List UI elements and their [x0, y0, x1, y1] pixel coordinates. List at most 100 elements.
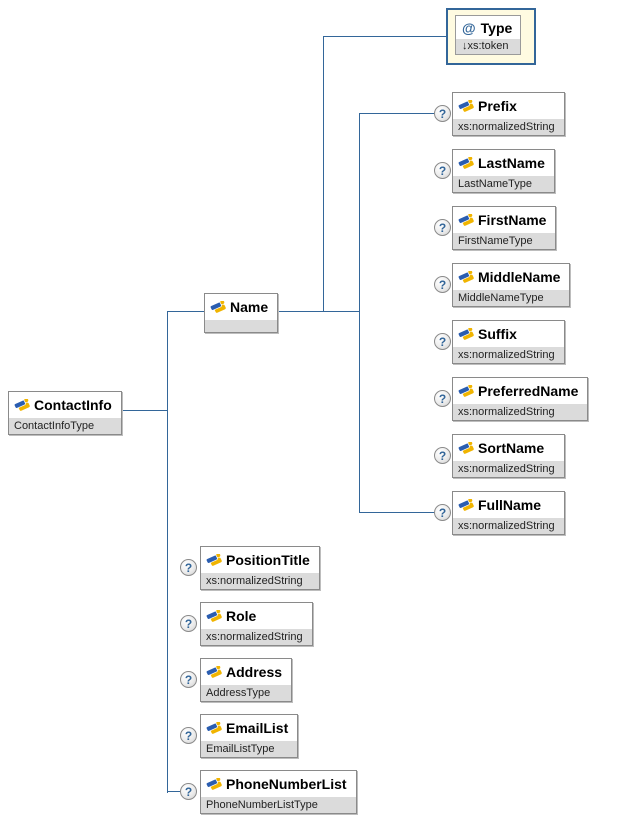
element-box-preferredname[interactable]: PreferredName xs:normalizedString	[452, 377, 589, 421]
element-box-role[interactable]: Role xs:normalizedString	[200, 602, 313, 646]
question-icon: ?	[184, 784, 193, 799]
element-label: Prefix	[478, 98, 517, 114]
question-icon: ?	[438, 448, 447, 463]
element-box-firstname[interactable]: FirstName FirstNameType	[452, 206, 557, 250]
element-label: ContactInfo	[34, 397, 112, 413]
element-icon	[458, 99, 474, 113]
question-icon: ?	[438, 163, 447, 178]
optional-marker-suffix: ?	[434, 333, 451, 350]
element-type: ContactInfoType	[9, 418, 121, 434]
element-type: xs:normalizedString	[453, 119, 564, 135]
attribute-inner-box: @ Type ↓xs:token	[455, 15, 522, 55]
attribute-label: Type	[480, 19, 513, 36]
element-type	[205, 320, 278, 332]
element-type: xs:normalizedString	[453, 461, 564, 477]
connector-attr-vertical	[323, 36, 324, 312]
element-icon	[206, 665, 222, 679]
element-type: LastNameType	[453, 176, 554, 192]
connector-attr-horizontal	[323, 36, 453, 37]
optional-marker-fullname: ?	[434, 504, 451, 521]
question-icon: ?	[184, 672, 193, 687]
element-box-sortname[interactable]: SortName xs:normalizedString	[452, 434, 565, 478]
connector-root-to-trunk	[120, 410, 168, 411]
element-icon	[458, 384, 474, 398]
connector-name-out	[270, 311, 360, 312]
optional-marker-lastname: ?	[434, 162, 451, 179]
element-label: Suffix	[478, 326, 517, 342]
element-icon	[206, 777, 222, 791]
element-icon	[458, 156, 474, 170]
question-icon: ?	[184, 616, 193, 631]
question-icon: ?	[438, 334, 447, 349]
optional-marker-middlename: ?	[434, 276, 451, 293]
optional-marker-address: ?	[180, 671, 197, 688]
connector-to-fullname	[359, 512, 443, 513]
optional-marker-preferredname: ?	[434, 390, 451, 407]
element-icon	[458, 441, 474, 455]
optional-marker-sortname: ?	[434, 447, 451, 464]
element-box-positiontitle[interactable]: PositionTitle xs:normalizedString	[200, 546, 320, 590]
element-icon	[458, 213, 474, 227]
element-label: FullName	[478, 497, 542, 513]
element-box-emaillist[interactable]: EmailList EmailListType	[200, 714, 299, 758]
connector-root-trunk	[167, 311, 168, 793]
question-icon: ?	[438, 505, 447, 520]
element-type: EmailListType	[201, 741, 298, 757]
element-label: SortName	[478, 440, 545, 456]
connector-name-trunk	[359, 113, 360, 513]
element-label: LastName	[478, 155, 545, 171]
element-icon	[210, 300, 226, 314]
question-icon: ?	[438, 391, 447, 406]
connector-to-name	[167, 311, 212, 312]
attribute-type: ↓xs:token	[456, 39, 521, 54]
element-type: xs:normalizedString	[453, 347, 564, 363]
element-icon	[206, 721, 222, 735]
element-label: PositionTitle	[226, 552, 310, 568]
optional-marker-emaillist: ?	[180, 727, 197, 744]
element-icon	[206, 553, 222, 567]
element-label: EmailList	[226, 720, 289, 736]
element-icon	[206, 609, 222, 623]
element-box-middlename[interactable]: MiddleName MiddleNameType	[452, 263, 571, 307]
element-type: xs:normalizedString	[201, 573, 319, 589]
element-box-suffix[interactable]: Suffix xs:normalizedString	[452, 320, 565, 364]
element-label: PreferredName	[478, 383, 579, 399]
element-box-fullname[interactable]: FullName xs:normalizedString	[452, 491, 565, 535]
element-label: Role	[226, 608, 257, 624]
element-type: xs:normalizedString	[453, 404, 588, 420]
question-icon: ?	[438, 277, 447, 292]
attribute-at-icon: @	[462, 19, 476, 36]
element-type: xs:normalizedString	[453, 518, 564, 534]
element-icon	[458, 498, 474, 512]
element-box-contactinfo[interactable]: ContactInfo ContactInfoType	[8, 391, 122, 435]
question-icon: ?	[438, 220, 447, 235]
element-box-prefix[interactable]: Prefix xs:normalizedString	[452, 92, 565, 136]
element-icon	[14, 398, 30, 412]
connector-to-phonenumberlist	[167, 791, 189, 792]
optional-marker-prefix: ?	[434, 105, 451, 122]
element-type: AddressType	[201, 685, 292, 701]
attribute-box-type[interactable]: @ Type ↓xs:token	[446, 8, 537, 65]
question-icon: ?	[184, 560, 193, 575]
element-label: MiddleName	[478, 269, 561, 285]
optional-marker-phonenumberlist: ?	[180, 783, 197, 800]
element-box-phonenumberlist[interactable]: PhoneNumberList PhoneNumberListType	[200, 770, 357, 814]
element-box-address[interactable]: Address AddressType	[200, 658, 293, 702]
element-box-lastname[interactable]: LastName LastNameType	[452, 149, 555, 193]
element-type: MiddleNameType	[453, 290, 570, 306]
element-icon	[458, 327, 474, 341]
optional-marker-role: ?	[180, 615, 197, 632]
element-type: FirstNameType	[453, 233, 556, 249]
element-label: Address	[226, 664, 283, 680]
element-label: FirstName	[478, 212, 547, 228]
element-label: Name	[230, 299, 269, 315]
question-icon: ?	[184, 728, 193, 743]
connector-to-prefix	[359, 113, 443, 114]
element-label: PhoneNumberList	[226, 776, 347, 792]
element-icon	[458, 270, 474, 284]
element-box-name[interactable]: Name	[204, 293, 279, 333]
optional-marker-positiontitle: ?	[180, 559, 197, 576]
element-type: xs:normalizedString	[201, 629, 312, 645]
optional-marker-firstname: ?	[434, 219, 451, 236]
